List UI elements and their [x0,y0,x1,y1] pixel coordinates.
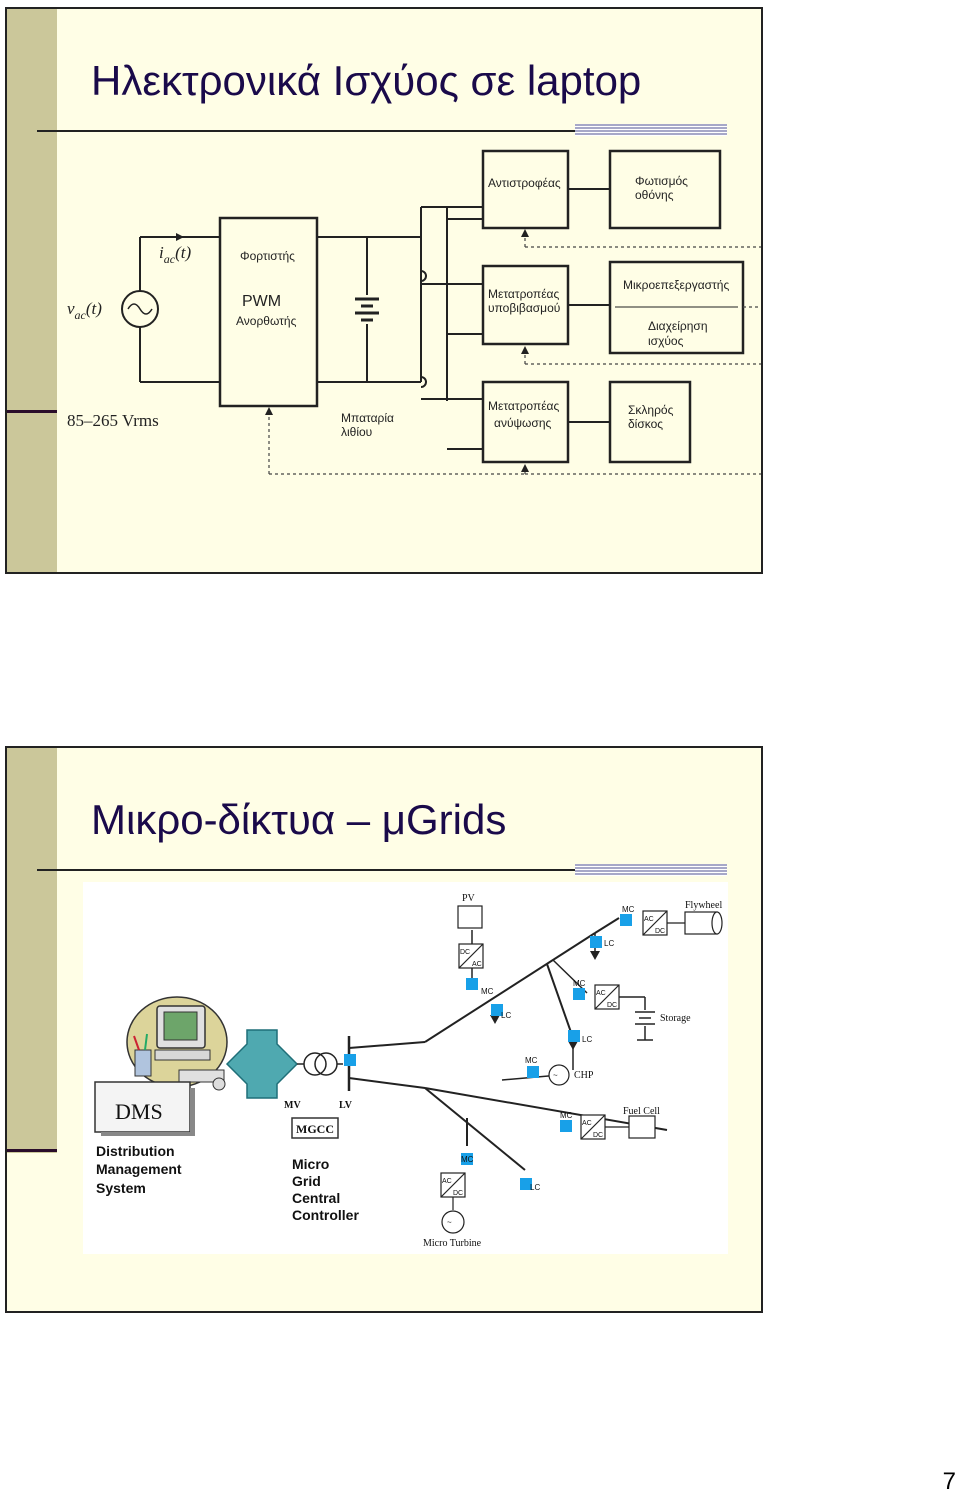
svg-text:~: ~ [553,1071,558,1080]
chp-label: CHP [574,1070,594,1081]
mv-label: MV [284,1100,301,1111]
mgcc-text-3: Central [292,1190,340,1206]
ac-label: AC [582,1120,592,1127]
boost-label-2: ανύψωσης [494,416,552,430]
lc-label: LC [501,1011,511,1020]
mc-block [573,988,585,1000]
dms-text-1: Distribution [96,1143,175,1159]
boost-label-1: Μετατροπέας [488,399,559,413]
rectifier-label: Ανορθωτής [236,314,297,328]
dc-label: DC [453,1190,463,1197]
feeder-lines [348,917,668,1171]
title-rule-accent [575,124,727,136]
lv-label: LV [339,1100,353,1111]
ac-label: AC [644,916,654,923]
battery-storage-icon [619,996,655,1041]
mgcc-label: MGCC [296,1122,334,1136]
computer-icon [126,996,228,1091]
lc-block [568,1030,580,1042]
power-mgmt-label-1: Διαχείρηση [648,319,708,333]
mc-block [461,1153,473,1165]
flywheel-label: Flywheel [685,900,722,911]
backlight-label-2: οθόνης [635,188,674,202]
dms-text-3: System [96,1180,146,1196]
flywheel-icon [667,911,723,935]
slide-title: Μικρο-δίκτυα – μGrids [91,796,507,843]
mc-label: MC [560,1111,573,1120]
lc-label: LC [604,939,614,948]
dc-label: DC [655,928,665,935]
power-mgmt-label-2: ισχύος [648,334,684,348]
microgrid-diagram: DMS Distribution Management System MV LV… [83,882,728,1254]
lc-block [590,936,602,948]
ac-label: AC [442,1178,452,1185]
slide-sidebar [7,748,57,1153]
mgcc-box [291,1117,339,1139]
disk-label-2: δίσκος [628,417,663,431]
title-rule [37,130,577,132]
fuel-cell-label: Fuel Cell [623,1106,660,1117]
mc-label: MC [573,979,586,988]
mgcc-text-1: Micro [292,1156,329,1172]
mgcc-text-4: Controller [292,1207,359,1223]
storage-label: Storage [660,1013,691,1024]
mc-label: MC [481,987,494,996]
slide-microgrids: Μικρο-δίκτυα – μGrids DMS Distribution M… [5,746,763,1313]
sidebar-tick [7,1149,57,1152]
micro-turbine-label: Micro Turbine [423,1238,482,1249]
mc-block [620,914,632,926]
mc-label: MC [525,1056,538,1065]
pv-label: PV [462,893,476,904]
dc-label: DC [593,1132,603,1139]
svg-text:~: ~ [447,1218,452,1227]
mc-label: MC [461,1155,474,1164]
voltage-range-label: 85–265 Vrms [67,411,159,430]
lc-block [520,1178,532,1190]
ac-label: AC [472,961,482,968]
vac-label: vac(t) [67,299,102,322]
pwm-label: PWM [242,293,281,310]
buck-label-1: Μετατροπέας [488,287,559,301]
mc-block [527,1066,539,1078]
mc-block [466,978,478,990]
iac-label: iac(t) [159,243,191,266]
mc-block [560,1120,572,1132]
lc-block [491,1004,503,1016]
sidebar-tick [7,410,57,413]
mc-block [344,1054,356,1066]
fuel-cell-icon [628,1115,656,1139]
battery-label-1: Μπαταρία [341,411,394,425]
slide-sidebar [7,9,57,572]
buck-label-2: υποβιβασμού [488,301,560,315]
lc-label: LC [582,1035,592,1044]
charger-label: Φορτιστής [240,249,295,263]
mc-label: MC [622,905,635,914]
chp-generator-icon [548,1064,570,1086]
lc-label: LC [530,1183,540,1192]
slide-laptop-power: Ηλεκτρονικά Ισχύος σε laptop [5,7,763,574]
page-number: 7 [942,1468,956,1495]
pv-panel-icon [457,905,483,929]
charger-box [218,216,319,408]
ac-label: AC [596,990,606,997]
title-rule-accent [575,864,727,876]
mgcc-text-2: Grid [292,1173,321,1189]
title-rule [37,869,577,871]
battery-label-2: λιθίου [341,425,372,439]
dms-text-2: Management [96,1161,182,1177]
laptop-power-diagram: iac(t) vac(t) 85–265 Vrms Φορτιστής PWM … [67,149,761,475]
backlight-label-1: Φωτισμός [635,174,688,188]
dms-label: DMS [115,1099,163,1124]
micro-turbine-icon [441,1210,465,1234]
dc-label: DC [460,949,470,956]
disk-label-1: Σκληρός [628,403,674,417]
dms-box [94,1081,191,1133]
cpu-label: Μικροεπεξεργαστής [623,278,729,292]
dc-label: DC [607,1002,617,1009]
inverter-label: Αντιστροφέας [488,176,561,190]
slide-title: Ηλεκτρονικά Ισχύος σε laptop [91,57,642,104]
